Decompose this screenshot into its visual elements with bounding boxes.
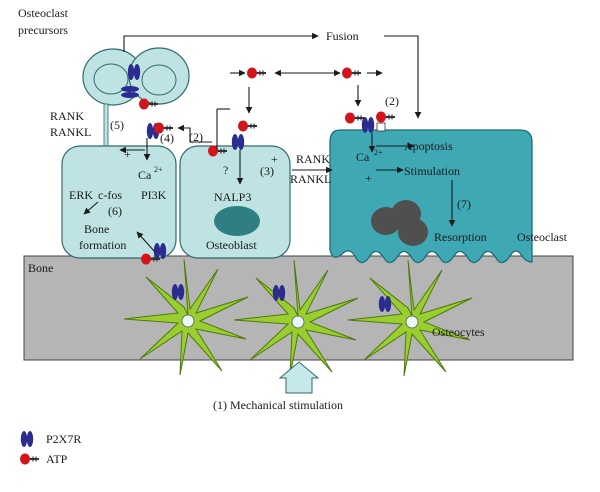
legend-p2x7r-label: P2X7R xyxy=(46,432,81,446)
label-plus-mid: + xyxy=(271,152,278,166)
label-step7: (7) xyxy=(457,197,471,211)
osteoclast-precursor-cells xyxy=(82,47,190,147)
label-step2-left: (2) xyxy=(189,130,203,144)
label-ca-right-sup: 2+ xyxy=(374,148,383,157)
mechanical-stimulation-arrow xyxy=(278,361,320,394)
label-rank-left: RANK xyxy=(50,109,84,123)
bone-forming-cell xyxy=(61,145,177,259)
label-plus-left: + xyxy=(124,147,131,161)
label-osteoclast-precursors-2: precursors xyxy=(18,23,68,37)
label-apoptosis: Apoptosis xyxy=(404,139,453,153)
top-atp-icon-right xyxy=(341,66,362,80)
label-plus-right: + xyxy=(365,171,372,185)
label-ca-left-sup: 2+ xyxy=(154,165,163,174)
precursor-fusion-bridge xyxy=(121,86,139,98)
label-osteoclast: Osteoclast xyxy=(517,230,568,244)
arrows xyxy=(83,32,456,253)
legend-p2x7r-icon xyxy=(20,431,34,447)
label-question: ? xyxy=(223,163,228,177)
legend: P2X7R ATP xyxy=(19,431,81,466)
label-nalp3: NALP3 xyxy=(214,190,251,204)
label-resorption: Resorption xyxy=(434,230,487,244)
label-stimulation: Stimulation xyxy=(404,164,460,178)
label-cfos: c-fos xyxy=(98,188,122,202)
label-rank-mid: RANK xyxy=(296,152,330,166)
label-step2-right: (2) xyxy=(385,94,399,108)
label-pi3k: PI3K xyxy=(141,188,167,202)
label-step3: (3) xyxy=(260,164,274,178)
label-step6: (6) xyxy=(108,204,122,218)
label-bone-formation-2: formation xyxy=(79,238,126,252)
osteoblast-nucleus xyxy=(214,206,260,236)
label-osteocytes: Osteocytes xyxy=(432,325,485,339)
label-osteoblast: Osteoblast xyxy=(206,238,257,252)
label-bone: Bone xyxy=(28,261,53,275)
osteoclast-nuclei xyxy=(371,200,428,246)
osteoclast-receptor-square xyxy=(376,122,386,132)
label-rankl-mid: RANKL xyxy=(290,172,331,186)
osteoblast-atp-icon xyxy=(237,119,258,133)
top-atp-icon-left xyxy=(246,66,267,80)
legend-atp-icon xyxy=(19,452,40,466)
label-ca-right: Ca xyxy=(356,150,370,164)
label-osteoclast-precursors-1: Osteoclast xyxy=(18,6,69,20)
label-fusion: Fusion xyxy=(326,29,359,43)
label-rankl-left: RANKL xyxy=(50,125,91,139)
osteoclast-atp-icon-1 xyxy=(344,111,365,125)
label-bone-formation-1: Bone xyxy=(84,222,109,236)
label-mechanical-stimulation: (1) Mechanical stimulation xyxy=(213,398,343,412)
legend-atp-label: ATP xyxy=(46,452,68,466)
label-ca-left: Ca xyxy=(138,168,152,182)
label-step4: (4) xyxy=(160,131,174,145)
label-step5: (5) xyxy=(110,118,124,132)
label-erk: ERK xyxy=(69,188,93,202)
osteoclast-atp-icon-2 xyxy=(375,110,396,124)
